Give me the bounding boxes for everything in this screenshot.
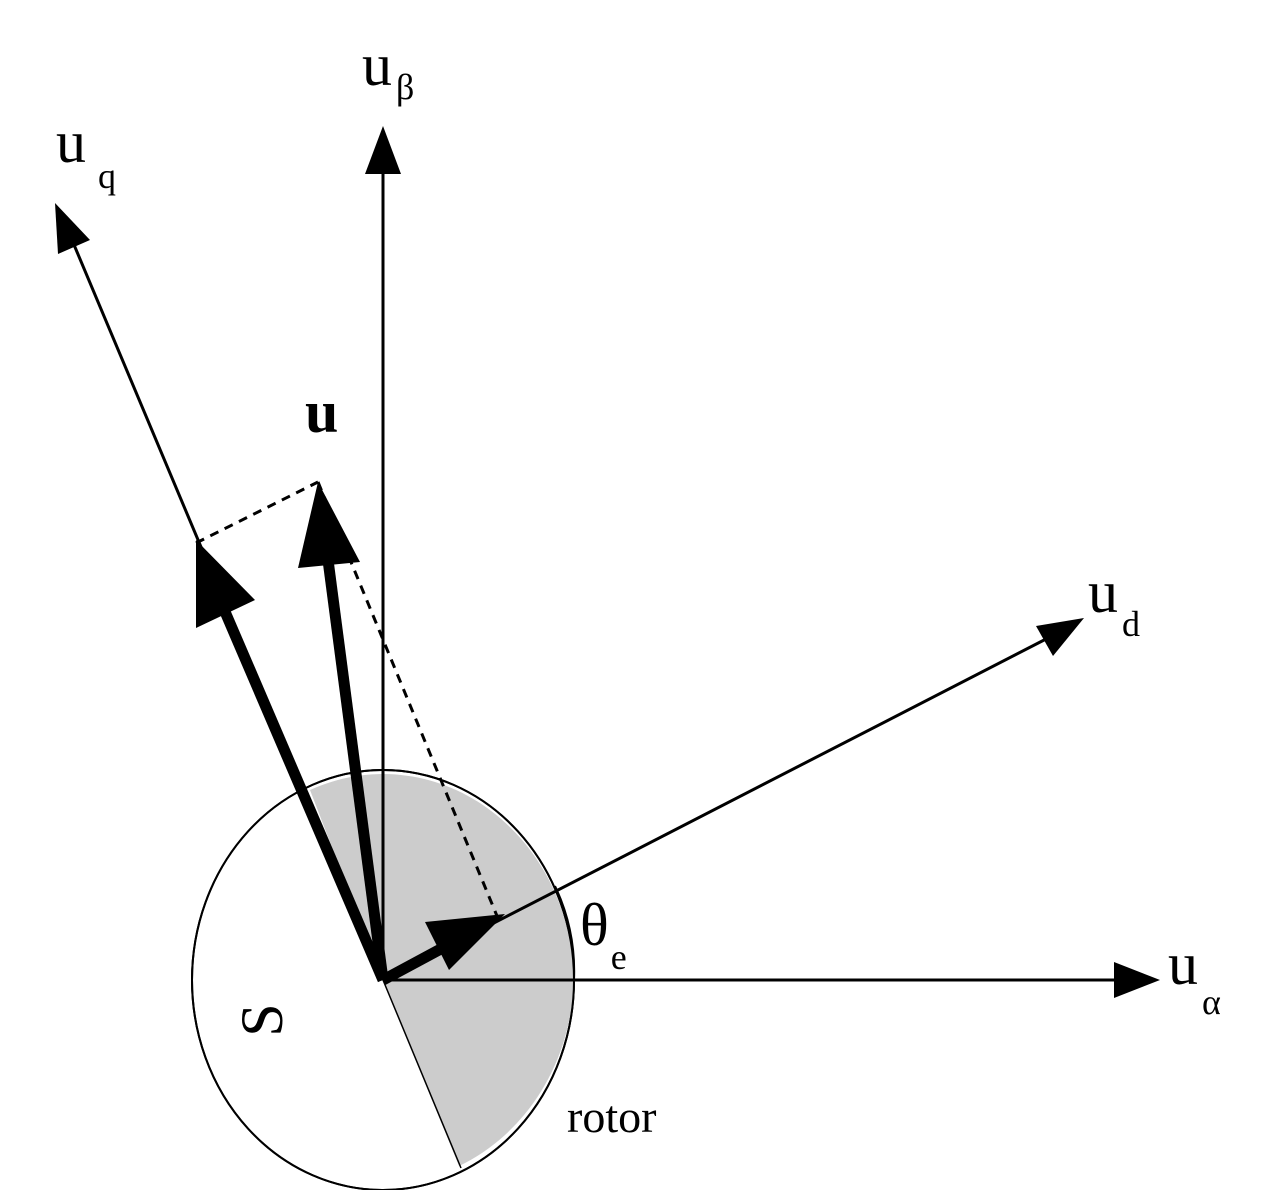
alpha-axis-label: uα (1168, 931, 1221, 1022)
rotor-label: rotor (567, 1091, 656, 1142)
d-component-vector (380, 914, 505, 985)
beta-axis (365, 126, 401, 980)
theta-arc (554, 885, 576, 981)
u-vector (298, 482, 389, 981)
rotor-divider (382, 979, 462, 1169)
rotor-shaded-half (310, 774, 574, 1166)
projection-lines (195, 480, 499, 917)
theta-label: θe (580, 892, 627, 977)
q-component-vector (196, 540, 389, 983)
u-vector-label: u (305, 379, 338, 445)
alpha-axis (383, 962, 1160, 998)
q-axis-label: uq (56, 109, 116, 196)
south-pole-label: S (229, 1003, 295, 1036)
